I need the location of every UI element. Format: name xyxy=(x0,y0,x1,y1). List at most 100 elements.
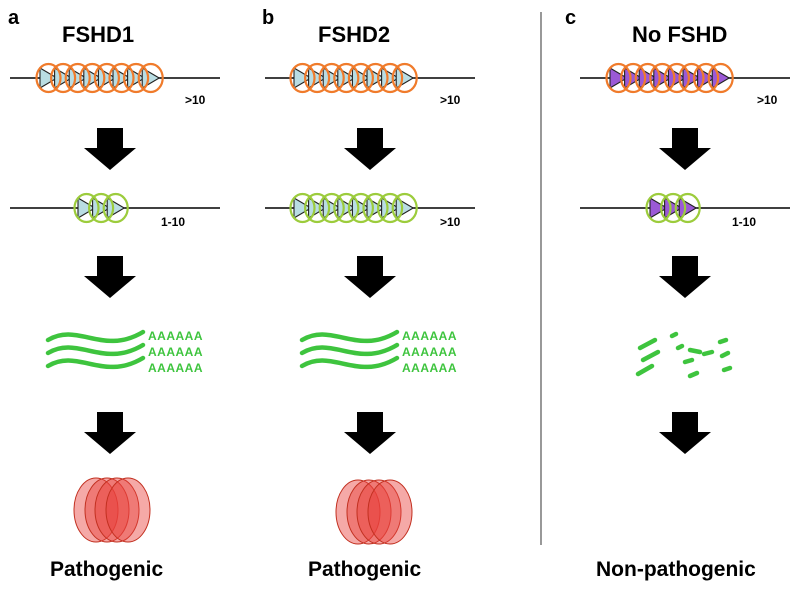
b-protein-lobe xyxy=(367,479,413,545)
a-top-chromatin-loop xyxy=(93,62,121,94)
panel-title-fshd2: FSHD2 xyxy=(318,22,391,47)
c-top-chromatin-loop xyxy=(619,62,647,94)
polyA-b-2: AAAAAA xyxy=(402,345,457,359)
c-transcript-fragment xyxy=(721,365,733,373)
a-protein-lobe xyxy=(105,477,151,543)
c-arrow-1 xyxy=(659,128,711,170)
polyA-b-3: AAAAAA xyxy=(402,361,457,375)
b-top-chromatin-loop xyxy=(377,62,404,94)
a-mid-repeat-triangle xyxy=(77,197,97,219)
a-protein-lobe xyxy=(73,477,119,543)
a-mid-chromatin-loop xyxy=(73,192,100,224)
a-top-chromatin-loop xyxy=(35,62,62,94)
b-mid-chromatin-loop xyxy=(318,192,345,224)
polyA-a-3: AAAAAA xyxy=(148,361,203,375)
b-top-chromatin-loop xyxy=(289,62,316,94)
b-top-chromatin-loop xyxy=(318,62,345,94)
b-mid-chromatin-loop xyxy=(304,192,331,224)
b-top-chromatin-loop xyxy=(333,62,360,94)
polyA-a-1: AAAAAA xyxy=(148,329,203,343)
panel-letter-a: a xyxy=(8,7,20,29)
repeat-count-middle-c: 1-10 xyxy=(732,215,757,229)
outcome-b: Pathogenic xyxy=(308,558,422,581)
c-transcript-fragment xyxy=(640,349,661,363)
a-mid-chromatin-loop xyxy=(87,192,115,224)
b-mid-chromatin-loop xyxy=(289,192,316,224)
panel-title-no-fshd: No FSHD xyxy=(632,22,728,47)
a-arrow-1 xyxy=(84,128,136,170)
b-mid-repeat-triangle xyxy=(293,197,313,219)
repeat-count-top-b: >10 xyxy=(440,93,461,107)
b-protein-lobe xyxy=(356,479,402,545)
b-top-chromatin-loop xyxy=(347,62,374,94)
a-transcript xyxy=(45,329,146,344)
c-top-chromatin-loop xyxy=(634,62,661,94)
b-mid-chromatin-loop xyxy=(333,192,360,224)
a-arrow-3 xyxy=(84,412,136,454)
a-top-chromatin-loop xyxy=(123,62,150,94)
c-transcript-fragment xyxy=(637,337,658,351)
c-transcript-fragment xyxy=(687,347,703,355)
b-transcript xyxy=(299,342,400,357)
c-transcript-fragment xyxy=(675,343,685,351)
b-top-repeat-triangle xyxy=(293,67,313,89)
c-top-chromatin-loop xyxy=(663,62,691,94)
b-top-chromatin-loop xyxy=(362,62,389,94)
panel-title-fshd1: FSHD1 xyxy=(62,22,135,47)
b-protein-lobe xyxy=(346,479,392,545)
b-arrow-2 xyxy=(344,256,396,298)
repeat-count-top-a: >10 xyxy=(185,93,206,107)
b-top-chromatin-loop xyxy=(304,62,331,94)
c-mid-chromatin-loop xyxy=(659,192,687,224)
repeat-count-top-c: >10 xyxy=(757,93,778,107)
b-mid-chromatin-loop xyxy=(362,192,389,224)
b-transcript xyxy=(299,355,400,370)
a-top-chromatin-loop xyxy=(137,62,164,94)
c-mid-repeat-triangle xyxy=(678,197,698,219)
c-transcript-fragment xyxy=(719,350,731,359)
a-top-repeat-triangle xyxy=(39,67,59,89)
repeat-count-middle-b: >10 xyxy=(440,215,461,229)
b-mid-chromatin-loop xyxy=(391,192,418,224)
a-mid-chromatin-loop xyxy=(102,192,129,224)
a-top-chromatin-loop xyxy=(64,62,91,94)
outcome-c: Non-pathogenic xyxy=(596,558,756,581)
polyA-b-1: AAAAAA xyxy=(402,329,457,343)
c-top-chromatin-loop xyxy=(678,62,705,94)
a-top-chromatin-loop xyxy=(49,62,77,94)
c-top-chromatin-loop xyxy=(707,62,734,94)
c-mid-chromatin-loop xyxy=(645,192,672,224)
b-mid-chromatin-loop xyxy=(347,192,374,224)
b-mid-chromatin-loop xyxy=(377,192,404,224)
c-transcript-fragment xyxy=(669,331,679,339)
outcome-a: Pathogenic xyxy=(50,558,164,581)
a-protein-lobe xyxy=(84,477,130,543)
b-arrow-3 xyxy=(344,412,396,454)
b-top-chromatin-loop xyxy=(391,62,418,94)
c-top-repeat-triangle xyxy=(711,67,731,89)
c-transcript-fragment xyxy=(717,337,729,345)
c-top-chromatin-loop xyxy=(649,62,676,94)
a-top-repeat-triangle xyxy=(141,67,161,89)
c-arrow-2 xyxy=(659,256,711,298)
c-transcript-fragment xyxy=(701,349,715,357)
a-transcript xyxy=(45,355,146,370)
c-top-chromatin-loop xyxy=(692,62,720,94)
a-top-chromatin-loop xyxy=(108,62,135,94)
c-top-chromatin-loop xyxy=(605,62,632,94)
b-protein-lobe xyxy=(335,479,381,545)
panel-letter-b: b xyxy=(262,7,275,29)
c-mid-chromatin-loop xyxy=(674,192,701,224)
c-transcript-fragment xyxy=(635,363,655,377)
b-arrow-1 xyxy=(344,128,396,170)
c-arrow-3 xyxy=(659,412,711,454)
a-arrow-2 xyxy=(84,256,136,298)
c-transcript-fragment xyxy=(682,357,695,365)
b-top-repeat-triangle xyxy=(395,67,415,89)
polyA-a-2: AAAAAA xyxy=(148,345,203,359)
b-mid-repeat-triangle xyxy=(395,197,415,219)
a-mid-repeat-triangle xyxy=(106,197,126,219)
b-transcript xyxy=(299,329,400,344)
